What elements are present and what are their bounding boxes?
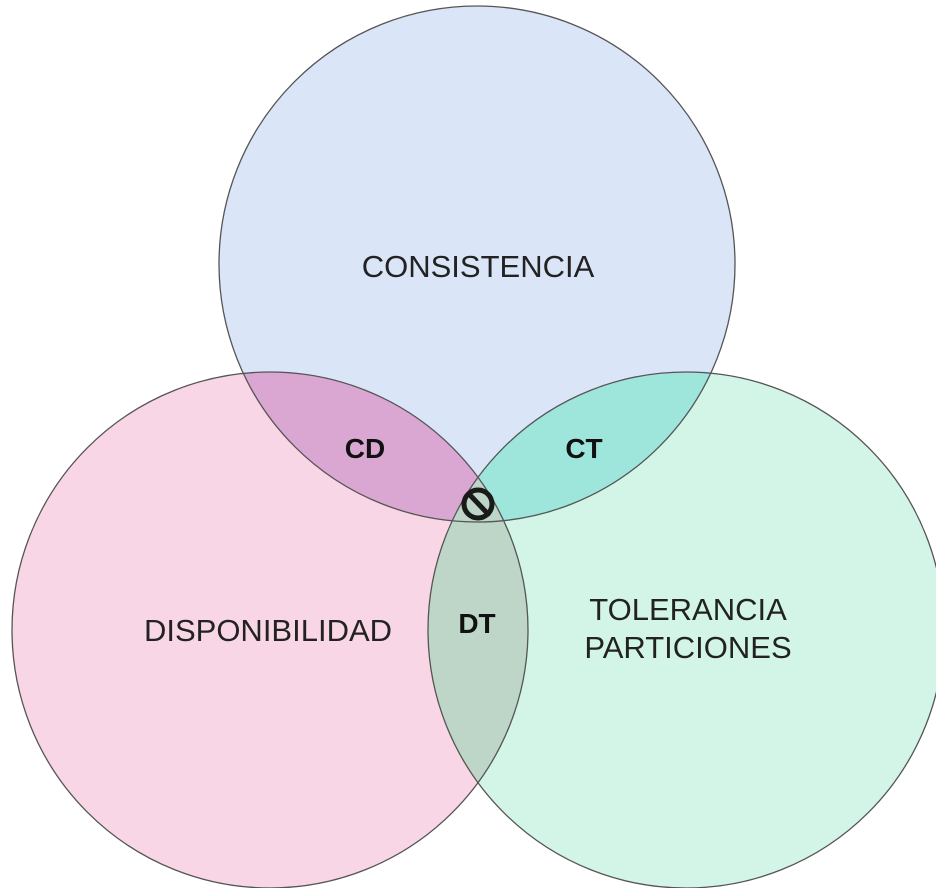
tolerancia-outline	[427, 371, 936, 888]
cd-region	[219, 372, 528, 522]
dt-label: DT	[458, 608, 495, 639]
consistencia-outline	[218, 5, 736, 523]
prohibited-icon	[461, 487, 495, 521]
cd-label: CD	[345, 433, 385, 464]
consistencia-label: CONSISTENCIA	[362, 249, 595, 284]
disponibilidad-outline	[11, 371, 529, 888]
ct-region	[428, 372, 735, 522]
disponibilidad-label: DISPONIBILIDAD	[144, 613, 392, 648]
tolerancia-label-line-1: TOLERANCIA	[589, 592, 787, 627]
tolerancia-label-line-2: PARTICIONES	[584, 630, 791, 665]
ct-label: CT	[565, 433, 602, 464]
